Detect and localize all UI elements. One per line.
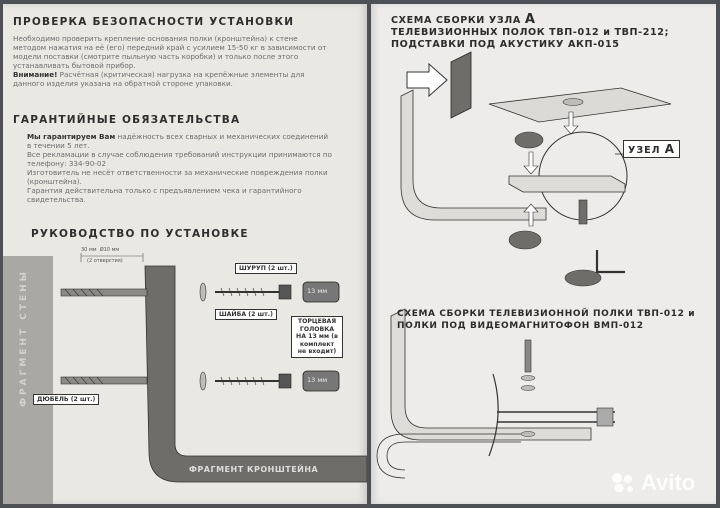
dimension-labels: 30 мм Ø10 мм [81, 247, 119, 253]
warranty-p2: Все рекламации в случае соблюдения требо… [27, 150, 332, 168]
tube [508, 175, 626, 193]
avito-logo-icon [612, 473, 633, 493]
washer-label: ШАЙБА (2 шт.) [215, 309, 277, 320]
warranty-text: Мы гарантируем Вам надёжность всех сварн… [27, 132, 333, 204]
node-a-title-prefix: СХЕМА СБОРКИ УЗЛА [391, 15, 521, 26]
installation-diagram [60, 253, 367, 483]
arrow-down-icon-2 [523, 151, 539, 175]
ring-top [562, 98, 584, 106]
dim-depth: 30 мм [81, 247, 97, 253]
ring-bottom-left [508, 230, 542, 250]
tv-shelf-bracket [390, 308, 592, 441]
node-a-callout-letter: А [664, 142, 676, 156]
attention-label: Внимание! [13, 70, 58, 79]
vertical-plate [450, 51, 472, 119]
arrow-right-icon [406, 62, 448, 98]
dowel-label: ДЮБЕЛЬ (2 шт.) [33, 394, 100, 405]
warranty-bold: Мы гарантируем Вам [27, 132, 116, 141]
bracket-label: ФРАГМЕНТ КРОНШТЕЙНА [189, 465, 319, 474]
washer-top [199, 282, 207, 302]
socket-label: ТОРЦЕВАЯ ГОЛОВКА НА 13 мм (в комплект не… [291, 316, 343, 358]
nut-size-bottom: 13 мм [307, 376, 328, 384]
left-page: ПРОВЕРКА БЕЗОПАСНОСТИ УСТАНОВКИ Необходи… [3, 4, 367, 504]
tv-shelf-loop-inner [386, 441, 521, 471]
node-a-diagram [376, 51, 672, 479]
node-a-title-rest: ТЕЛЕВИЗИОННЫХ ПОЛОК ТВП-012 и ТВП-212; П… [391, 27, 670, 50]
glass-shelf [488, 87, 672, 123]
screw-top [215, 284, 292, 300]
safety-title: ПРОВЕРКА БЕЗОПАСНОСТИ УСТАНОВКИ [13, 16, 295, 28]
dowel-top [60, 288, 148, 297]
washer-bottom [199, 371, 207, 391]
tv-shelf-loop [376, 433, 521, 479]
warranty-p3: Изготовитель не несёт ответственности за… [27, 168, 328, 186]
tv-washer-3 [520, 431, 536, 437]
ring-left [514, 131, 544, 149]
warranty-p1: надёжность всех сварных и механических с… [27, 132, 329, 150]
tv-bolt [524, 339, 532, 373]
install-title: РУКОВОДСТВО ПО УСТАНОВКЕ [31, 228, 249, 240]
right-page: СХЕМА СБОРКИ УЗЛА А ТЕЛЕВИЗИОННЫХ ПОЛОК … [371, 4, 716, 504]
node-a-title: СХЕМА СБОРКИ УЗЛА А ТЕЛЕВИЗИОННЫХ ПОЛОК … [391, 12, 716, 51]
bracket-curve [400, 89, 547, 221]
tv-washer-2 [520, 385, 536, 391]
dim-note: (2 отверстия) [87, 258, 123, 264]
tv-washer [520, 375, 536, 381]
node-a-callout-text: УЗЕЛ [628, 145, 661, 156]
warranty-p4: Гарантия действительна только с предъявл… [27, 186, 302, 204]
screw-bottom [215, 373, 292, 389]
break-line [488, 373, 499, 457]
warranty-title: ГАРАНТИЙНЫЕ ОБЯЗАТЕЛЬСТВА [13, 114, 241, 126]
allen-key-icon [595, 250, 625, 274]
node-a-callout: УЗЕЛ А [623, 140, 681, 158]
tv-end-cap [596, 407, 614, 427]
wall-fragment [3, 256, 53, 504]
safety-p2: Расчётная (критическая) нагрузка на креп… [13, 70, 305, 88]
dim-diameter: Ø10 мм [99, 247, 120, 253]
bolt [578, 199, 588, 225]
screw-label: ШУРУП (2 шт.) [235, 263, 297, 274]
safety-text: Необходимо проверить крепление основания… [13, 34, 333, 88]
arrow-down-icon [563, 111, 579, 135]
ring-bottom-right [564, 269, 602, 287]
avito-watermark: Avito [609, 470, 695, 496]
socket-head-top [302, 281, 340, 303]
socket-head-bottom [302, 370, 340, 392]
safety-p1: Необходимо проверить крепление основания… [13, 34, 327, 70]
nut-size-top: 13 мм [307, 287, 328, 295]
tv-shelf-title: СХЕМА СБОРКИ ТЕЛЕВИЗИОННОЙ ПОЛКИ ТВП-012… [397, 309, 696, 331]
arrow-up-icon [523, 203, 539, 227]
avito-text: Avito [641, 470, 696, 495]
node-a-title-letter: А [524, 12, 536, 27]
bracket-body [144, 265, 367, 483]
dowel-bottom [60, 376, 148, 385]
